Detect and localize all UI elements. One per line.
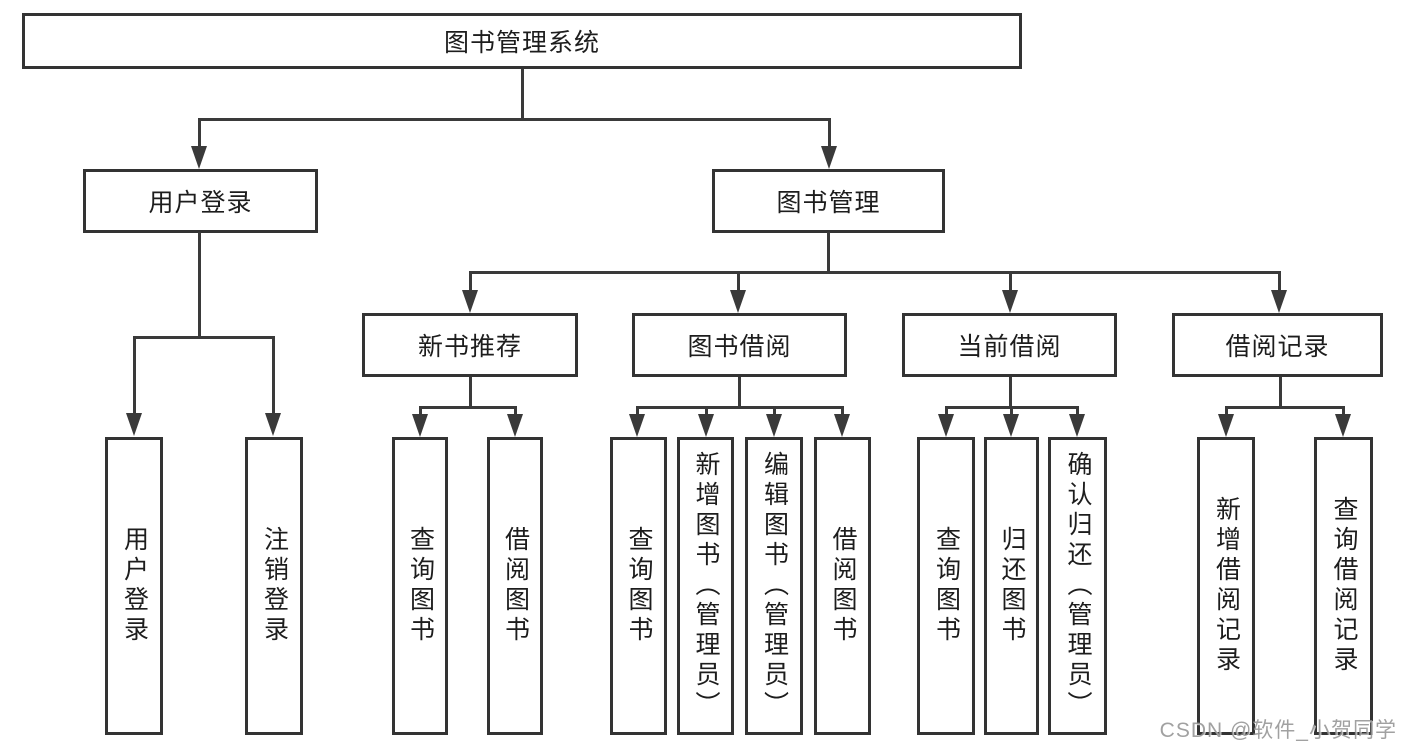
leaf-user-login: 用户登录 [105, 437, 163, 735]
edge-line [737, 271, 740, 294]
node-label: 图书借阅 [687, 333, 792, 361]
arrow-down-icon [1002, 290, 1018, 313]
edge-line [133, 336, 136, 416]
edge-line [1009, 377, 1012, 406]
edge-line [469, 377, 472, 406]
edge-line [514, 406, 517, 418]
leaf-borrow-borrow-books: 借阅图书 [814, 437, 871, 735]
leaf-borrow-edit-books-admin: 编辑图书（管理员） [745, 437, 803, 735]
leaf-label: 注销登录 [260, 526, 289, 646]
edge-line [636, 406, 843, 409]
edge-line [1225, 406, 1344, 409]
edge-line [1076, 406, 1079, 418]
arrow-down-icon [1218, 414, 1234, 437]
edge-line [469, 271, 472, 294]
leaf-label: 新增借阅记录 [1212, 496, 1241, 676]
edge-line [738, 377, 741, 406]
leaf-current-confirm-return-admin: 确认归还（管理员） [1048, 437, 1107, 735]
edge-line [198, 118, 201, 150]
edge-line [773, 406, 776, 418]
leaf-label: 借阅图书 [501, 526, 530, 646]
node-label: 图书管理系统 [443, 29, 600, 57]
arrow-down-icon [412, 414, 428, 437]
leaf-recommend-borrow-books: 借阅图书 [487, 437, 543, 735]
leaf-label: 编辑图书（管理员） [760, 451, 789, 721]
leaf-label: 归还图书 [998, 526, 1026, 646]
leaf-current-return-books: 归还图书 [984, 437, 1039, 735]
arrow-down-icon [126, 413, 142, 436]
arrow-down-icon [629, 414, 645, 437]
node-borrow-records: 借阅记录 [1172, 313, 1383, 377]
leaf-current-query-books: 查询图书 [917, 437, 975, 735]
node-label: 新书推荐 [417, 333, 522, 361]
arrow-down-icon [730, 290, 746, 313]
leaf-logout: 注销登录 [245, 437, 303, 735]
node-library-system: 图书管理系统 [22, 13, 1022, 69]
leaf-records-add-borrow-record: 新增借阅记录 [1197, 437, 1255, 735]
edge-line [419, 406, 422, 418]
arrow-down-icon [821, 146, 837, 169]
edge-line [1010, 406, 1013, 418]
arrow-down-icon [1271, 290, 1287, 313]
arrow-down-icon [462, 290, 478, 313]
arrow-down-icon [1335, 414, 1351, 437]
edge-line [133, 336, 275, 339]
edge-line [828, 118, 831, 150]
node-label: 用户登录 [148, 189, 253, 217]
node-user-login: 用户登录 [83, 169, 318, 233]
node-label: 当前借阅 [957, 333, 1062, 361]
leaf-label: 查询图书 [625, 526, 653, 646]
edge-line [841, 406, 844, 418]
edge-line [827, 232, 830, 271]
edge-line [705, 406, 708, 418]
leaf-label: 查询图书 [406, 526, 435, 646]
edge-line [1279, 377, 1282, 406]
arrow-down-icon [938, 414, 954, 437]
leaf-recommend-query-books: 查询图书 [392, 437, 448, 735]
node-label: 借阅记录 [1225, 333, 1330, 361]
leaf-label: 新增图书（管理员） [692, 451, 720, 721]
leaf-label: 借阅图书 [829, 526, 857, 646]
leaf-label: 查询图书 [932, 526, 961, 646]
leaf-borrow-add-books-admin: 新增图书（管理员） [677, 437, 734, 735]
edge-line [1009, 271, 1012, 294]
csdn-watermark: CSDN @软件_小贺同学 [1159, 719, 1397, 742]
edge-line [198, 118, 830, 121]
edge-line [272, 336, 275, 416]
edge-line [469, 271, 1281, 274]
edge-line [945, 406, 948, 418]
arrow-down-icon [1003, 414, 1019, 437]
arrow-down-icon [834, 414, 850, 437]
leaf-borrow-query-books: 查询图书 [610, 437, 667, 735]
edge-line [521, 69, 524, 118]
node-book-borrow: 图书借阅 [632, 313, 847, 377]
node-new-book-recommend: 新书推荐 [362, 313, 578, 377]
edge-line [1278, 271, 1281, 294]
arrow-down-icon [698, 414, 714, 437]
edge-line [198, 232, 201, 336]
edge-line [1225, 406, 1228, 418]
arrow-down-icon [507, 414, 523, 437]
edge-line [419, 406, 516, 409]
arrow-down-icon [265, 413, 281, 436]
edge-line [1342, 406, 1345, 418]
arrow-down-icon [766, 414, 782, 437]
leaf-records-query-borrow-record: 查询借阅记录 [1314, 437, 1373, 735]
node-label: 图书管理 [776, 189, 881, 217]
leaf-label: 确认归还（管理员） [1064, 451, 1092, 721]
arrow-down-icon [1069, 414, 1085, 437]
leaf-label: 用户登录 [120, 526, 149, 646]
leaf-label: 查询借阅记录 [1330, 496, 1358, 676]
node-book-management: 图书管理 [712, 169, 945, 233]
arrow-down-icon [191, 146, 207, 169]
edge-line [636, 406, 639, 418]
node-current-borrow: 当前借阅 [902, 313, 1117, 377]
